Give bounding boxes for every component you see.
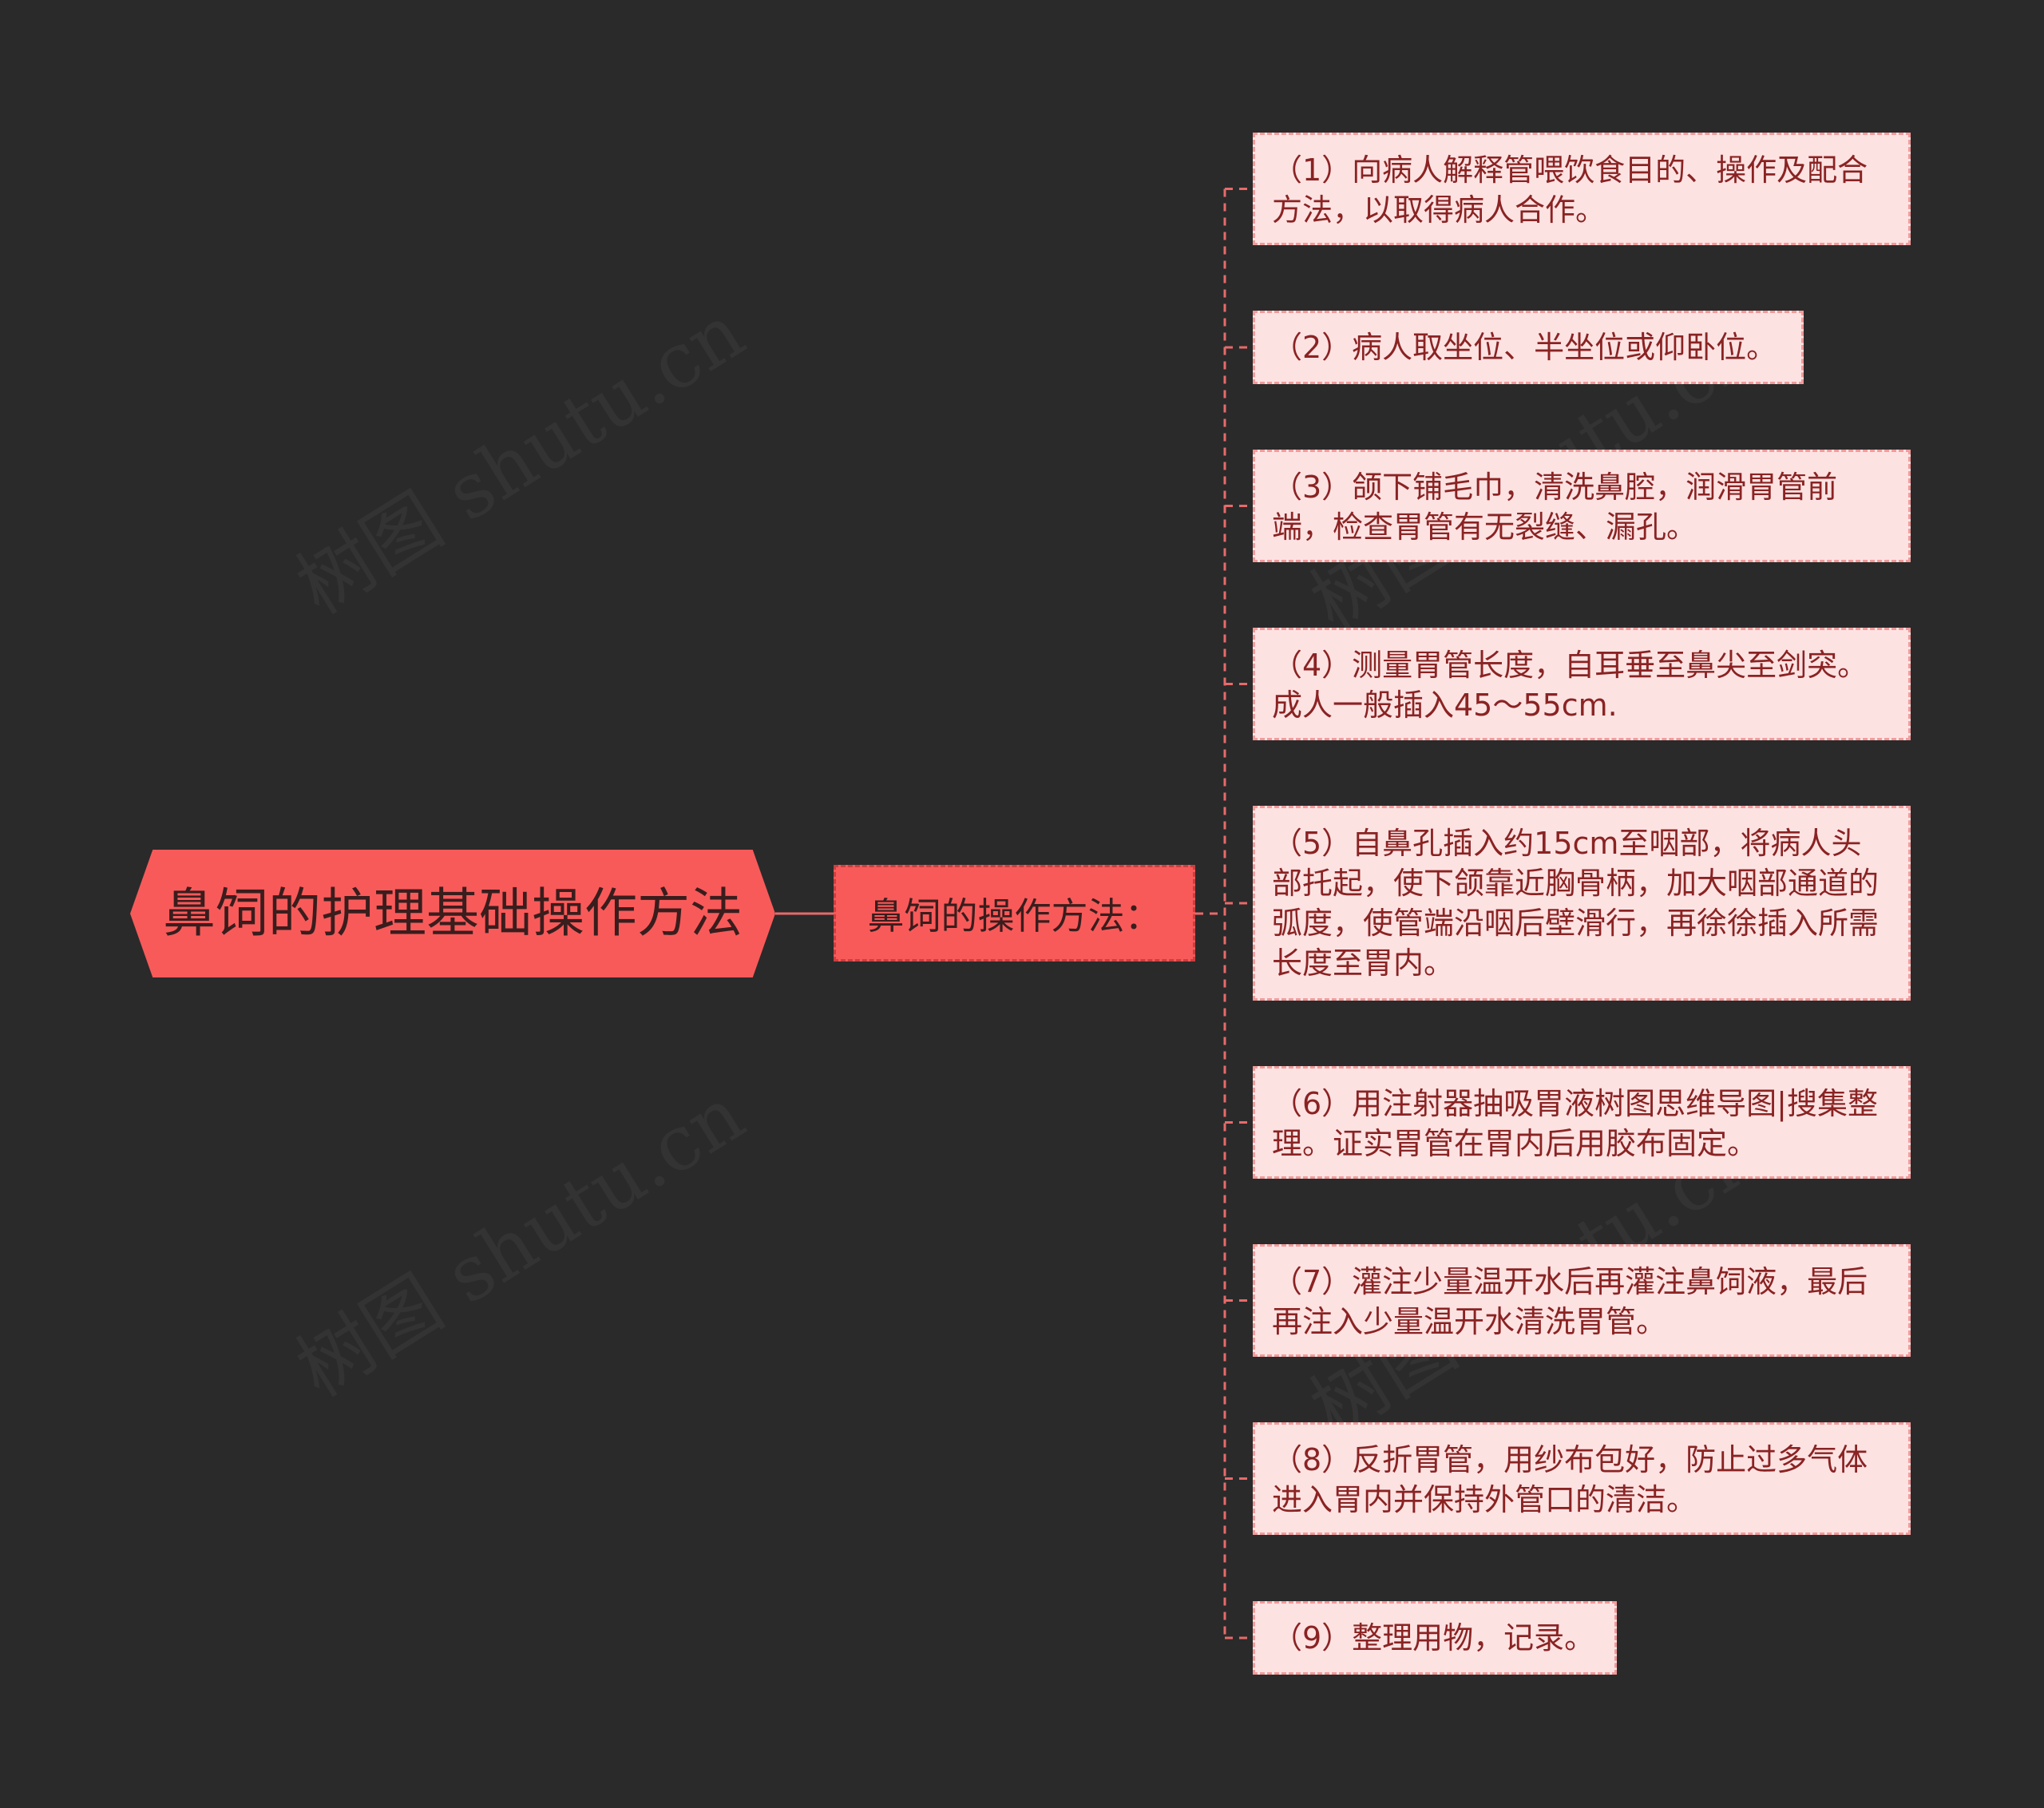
leaf-node-step-6[interactable]: （6）用注射器抽吸胃液树图思维导图|搜集整理。证实胃管在胃内后用胶布固定。 [1253,1066,1911,1179]
leaf-node-step-4[interactable]: （4）测量胃管长度，自耳垂至鼻尖至剑突。成人一般插入45～55cm. [1253,628,1911,740]
leaf-node-step-1[interactable]: （1）向病人解释管喂饮食目的、操作及配合方法，以取得病人合作。 [1253,133,1911,245]
leaf-node-step-3[interactable]: （3）颌下铺毛巾，清洗鼻腔，润滑胃管前端，检查胃管有无裂缝、漏孔。 [1253,450,1911,562]
branch-topic-node[interactable]: 鼻饲的操作方法： [834,865,1195,961]
leaf-node-step-9[interactable]: （9）整理用物，记录。 [1253,1601,1617,1675]
root-topic-node[interactable]: 鼻饲的护理基础操作方法 [130,850,775,977]
leaf-node-step-8[interactable]: （8）反折胃管，用纱布包好，防止过多气体进入胃内并保持外管口的清洁。 [1253,1422,1911,1535]
leaf-node-step-5[interactable]: （5）自鼻孔插入约15cm至咽部，将病人头部托起，使下颌靠近胸骨柄，加大咽部通道… [1253,806,1911,1001]
leaf-node-step-2[interactable]: （2）病人取坐位、半坐位或仰卧位。 [1253,311,1804,384]
leaf-node-step-7[interactable]: （7）灌注少量温开水后再灌注鼻饲液，最后再注入少量温开水清洗胃管。 [1253,1244,1911,1357]
